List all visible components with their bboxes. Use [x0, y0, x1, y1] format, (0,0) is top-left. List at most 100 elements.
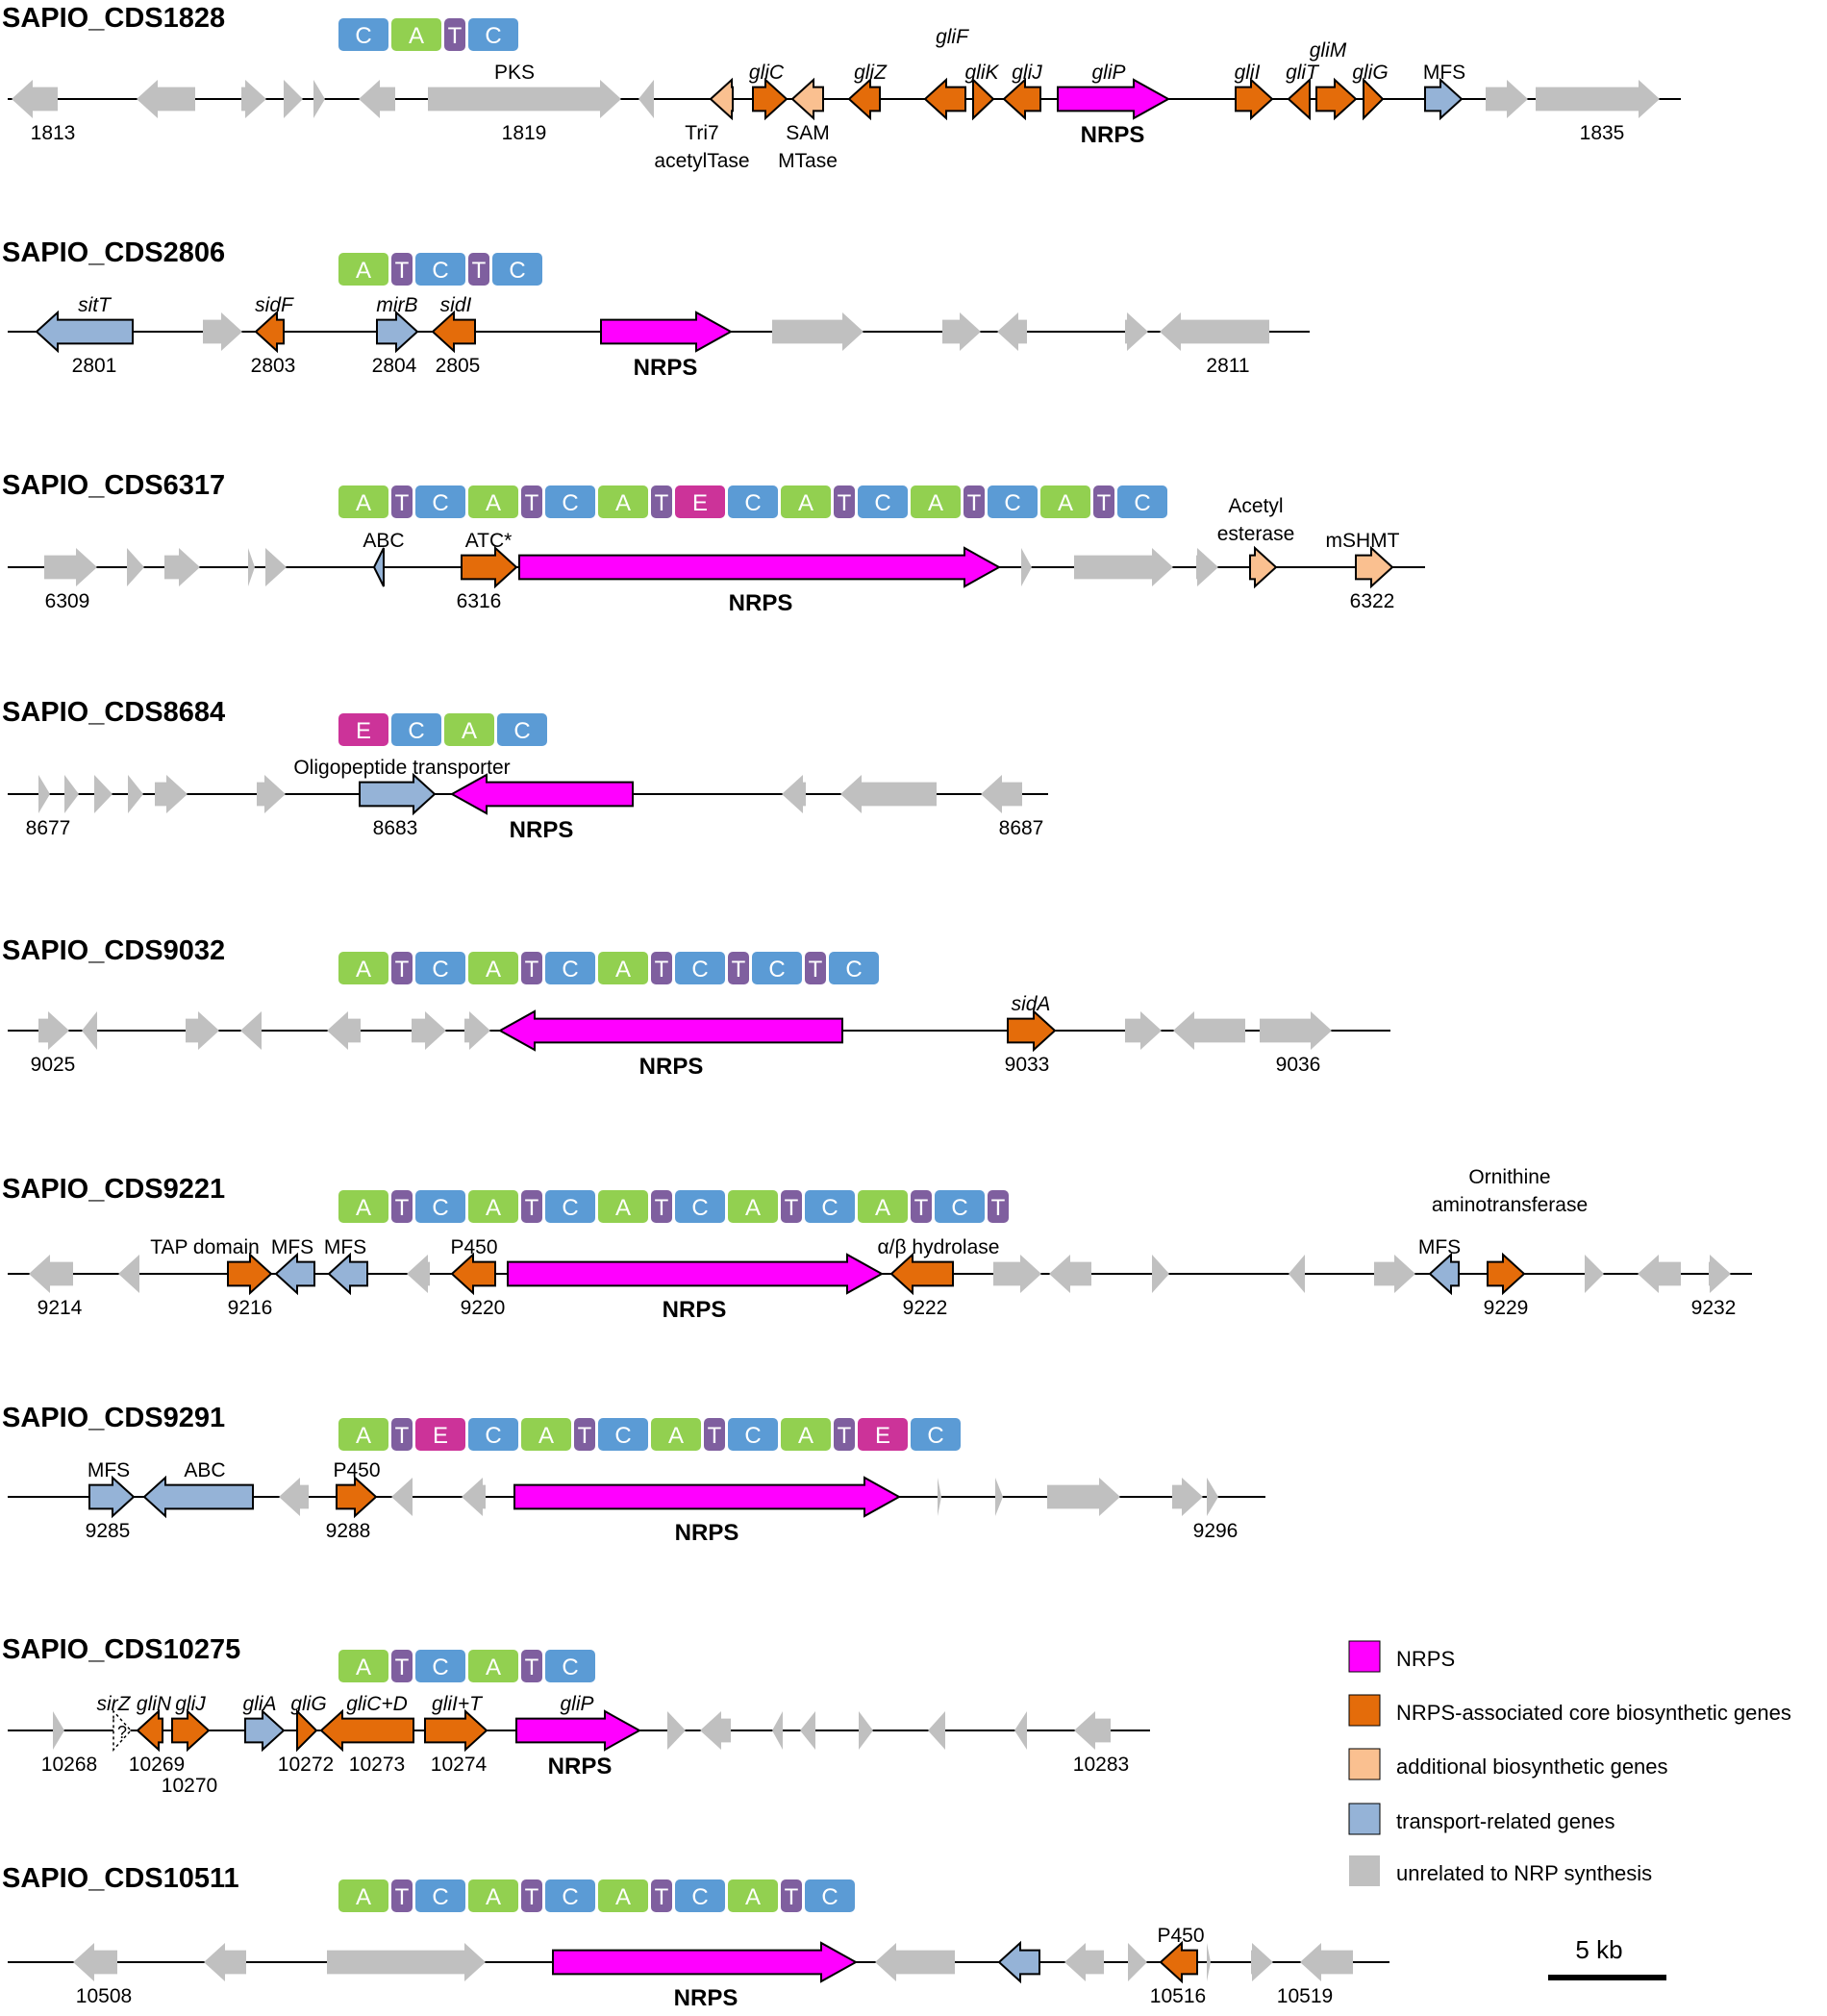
domain-a-label: A: [356, 957, 371, 983]
gene-label: mSHMT: [1326, 530, 1400, 552]
gene-label: 9285: [86, 1520, 131, 1542]
domain-a-label: A: [356, 1195, 371, 1221]
domain-a-box: [1040, 485, 1090, 518]
domain-e-label: E: [356, 718, 371, 744]
gene-arrow-unrelated: [12, 80, 58, 118]
genes: [29, 1252, 1731, 1296]
gene-arrow-unrelated: [1207, 1943, 1211, 1981]
domain-a-label: A: [1058, 490, 1073, 516]
gene-label: SAM: [786, 122, 830, 144]
gene-arrow-core: [296, 1708, 318, 1753]
gene-arrow-unrelated: [1160, 312, 1269, 351]
genes: [38, 772, 1022, 816]
gene-arrow-unrelated: [1289, 1255, 1305, 1293]
legend-swatch-transport: [1348, 1803, 1381, 1835]
domain-c-box: [545, 1650, 595, 1682]
domain-c-label: C: [821, 1195, 838, 1221]
gene-label: gliJ: [175, 1693, 206, 1715]
gene-arrow-unrelated: [928, 1711, 945, 1750]
domain-c-box: [829, 952, 879, 984]
gene-label: 9036: [1276, 1054, 1321, 1076]
gene-label: MFS: [324, 1236, 366, 1258]
domain-e-label: E: [875, 1423, 890, 1449]
gene-label: 1813: [31, 122, 76, 144]
domain-c-box: [415, 253, 465, 286]
domain-c-label: C: [432, 490, 448, 516]
gene-arrow-core: [450, 1252, 496, 1296]
domain-t-label: T: [655, 1195, 669, 1221]
gene-arrow-core: [752, 77, 788, 121]
gene-arrow-unrelated: [257, 775, 286, 813]
gene-label: NRPS: [639, 1054, 704, 1080]
domain-a-box: [468, 1650, 518, 1682]
gene-label: sirZ: [97, 1693, 132, 1715]
gene-arrow-NRPS: [1057, 78, 1171, 120]
gene-label: sitT: [78, 294, 113, 316]
gene-arrow-unrelated: [118, 1255, 139, 1293]
domain-c-label: C: [485, 23, 501, 49]
gene-arrow-unrelated: [1709, 1255, 1731, 1293]
domain-e-box: [338, 713, 388, 746]
genes: [35, 310, 1269, 354]
domain-t-box: [391, 253, 413, 286]
domain-c-box: [415, 485, 465, 518]
gene-label: P450: [333, 1459, 380, 1481]
domain-t-label: T: [655, 1884, 669, 1910]
genes: [12, 77, 1660, 121]
gene-arrow-unrelated: [772, 1711, 783, 1750]
domain-a-box: [338, 1879, 388, 1912]
gene-label: 6322: [1350, 590, 1395, 612]
domain-t-label: T: [785, 1195, 799, 1221]
domain-c-label: C: [432, 1655, 448, 1680]
gene-arrow-additional: [1355, 545, 1394, 589]
gene-label: NRPS: [1081, 122, 1145, 148]
domain-c-label: C: [744, 1423, 761, 1449]
domain-t-box: [391, 1650, 413, 1682]
domain-a-label: A: [486, 1655, 501, 1680]
domain-t-label: T: [525, 957, 539, 983]
gene-arrow-NRPS: [515, 1709, 642, 1752]
legend-swatch-additional: [1348, 1748, 1381, 1780]
domain-a-label: A: [486, 957, 501, 983]
gene-label: Acetyl: [1228, 495, 1283, 517]
gene-label: NRPS: [510, 817, 574, 843]
legend-label-core: NRPS-associated core biosynthetic genes: [1396, 1701, 1791, 1725]
gene-arrow-unrelated: [1251, 1943, 1273, 1981]
gene-arrow-unrelated: [993, 1255, 1041, 1293]
gene-arrow-unrelated: [128, 775, 143, 813]
domain-t-label: T: [448, 23, 463, 49]
gene-arrow-unrelated: [428, 80, 621, 118]
gene-arrow-unrelated: [1374, 1255, 1415, 1293]
gene-arrow-unrelated: [1125, 1011, 1162, 1050]
gene-arrow-transport: [997, 1940, 1040, 1984]
domain-a-box: [338, 1650, 388, 1682]
domain-t-box: [834, 485, 855, 518]
gene-arrow-transport: [244, 1708, 286, 1753]
domain-c-box: [338, 18, 388, 51]
gene-arrow-unrelated: [241, 80, 266, 118]
domain-t-box: [521, 1879, 542, 1912]
genes: [73, 1940, 1353, 1984]
gene-arrow-unrelated: [38, 775, 50, 813]
gene-arrow-unrelated: [137, 80, 195, 118]
gene-arrow-core: [424, 1708, 488, 1753]
gene-label: TAP domain: [150, 1236, 260, 1258]
domain-a-label: A: [356, 1655, 371, 1680]
domain-t-box: [521, 485, 542, 518]
gene-label: MFS: [88, 1459, 130, 1481]
gene-label: gliN: [137, 1693, 172, 1715]
domain-c-label: C: [1004, 490, 1020, 516]
cluster-title: SAPIO_CDS1828: [2, 3, 225, 34]
gene-label: 2804: [372, 355, 417, 377]
